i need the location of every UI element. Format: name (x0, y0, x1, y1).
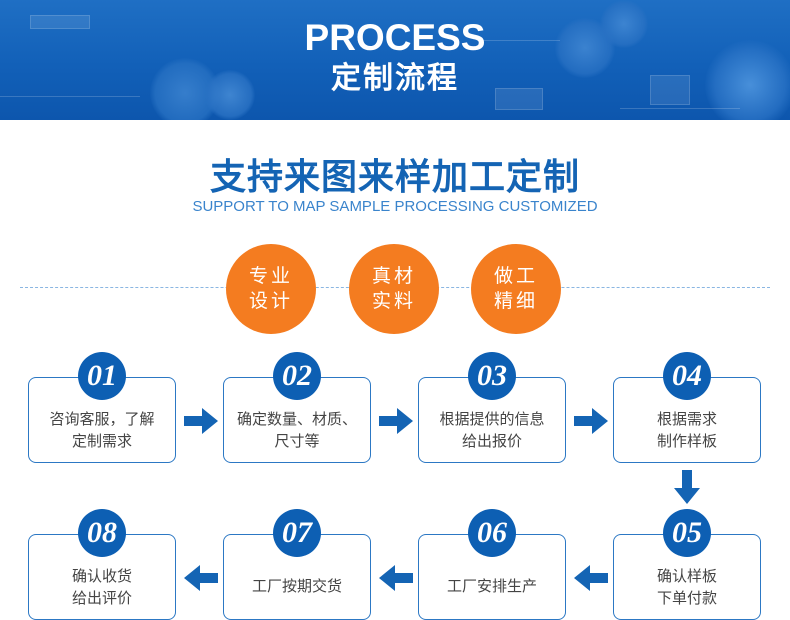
feature-badge-line1: 做工 (493, 265, 538, 287)
step-line2: 制作样板 (656, 432, 717, 450)
arrow-right-icon (184, 408, 218, 434)
feature-badge-line1: 专业 (248, 265, 293, 287)
page-subtitle: SUPPORT TO MAP SAMPLE PROCESSING CUSTOMI… (192, 198, 598, 215)
feature-badge: 真材 实料 (349, 244, 439, 334)
arrow-right-icon (379, 408, 413, 434)
step-line1: 咨询客服，了解 (49, 410, 155, 428)
step-line1: 根据提供的信息 (439, 410, 545, 428)
circuit-decoration (650, 75, 690, 105)
feature-badge: 专业 设计 (226, 244, 316, 334)
circuit-decoration (495, 88, 543, 110)
step-number-badge: 05 (663, 509, 711, 557)
feature-badge-line2: 设计 (248, 290, 293, 312)
page-title: 支持来图来样加工定制 (209, 157, 580, 198)
step-line2: 定制需求 (71, 432, 132, 450)
process-step: 确定数量、材质、 尺寸等 (223, 377, 371, 463)
banner-title: PROCESS (304, 17, 486, 58)
circuit-decoration (620, 108, 740, 109)
circuit-decoration (0, 96, 140, 97)
step-number-badge: 06 (468, 509, 516, 557)
step-line1: 确定数量、材质、 (236, 410, 357, 428)
step-number-badge: 07 (273, 509, 321, 557)
banner-subtitle: 定制流程 (331, 61, 459, 96)
step-line2: 给出报价 (461, 432, 522, 450)
feature-badge: 做工 精细 (471, 244, 561, 334)
step-line2: 下单付款 (656, 589, 717, 607)
arrow-right-icon (574, 408, 608, 434)
feature-badge-line2: 精细 (493, 290, 538, 312)
step-number-badge: 08 (78, 509, 126, 557)
circuit-decoration (480, 40, 560, 41)
step-line2: 给出评价 (71, 589, 132, 607)
step-line1: 工厂安排生产 (446, 577, 537, 595)
header-banner: PROCESS 定制流程 (0, 0, 790, 120)
step-line1: 确认收货 (71, 567, 132, 585)
arrow-down-icon (674, 470, 700, 504)
arrow-left-icon (184, 565, 218, 591)
circuit-decoration (205, 70, 255, 120)
step-line1: 工厂按期交货 (251, 577, 342, 595)
circuit-decoration (705, 40, 790, 120)
feature-badge-line2: 实料 (371, 290, 416, 312)
process-step: 工厂安排生产 (418, 534, 566, 620)
step-line2: 尺寸等 (274, 432, 320, 450)
step-number-badge: 03 (468, 352, 516, 400)
step-line1: 根据需求 (656, 410, 717, 428)
step-number-badge: 04 (663, 352, 711, 400)
step-number-badge: 02 (273, 352, 321, 400)
circuit-decoration (30, 15, 90, 29)
arrow-left-icon (379, 565, 413, 591)
arrow-left-icon (574, 565, 608, 591)
step-number-badge: 01 (78, 352, 126, 400)
feature-badge-line1: 真材 (371, 265, 416, 287)
circuit-decoration (600, 0, 648, 48)
step-line1: 确认样板 (656, 567, 717, 585)
